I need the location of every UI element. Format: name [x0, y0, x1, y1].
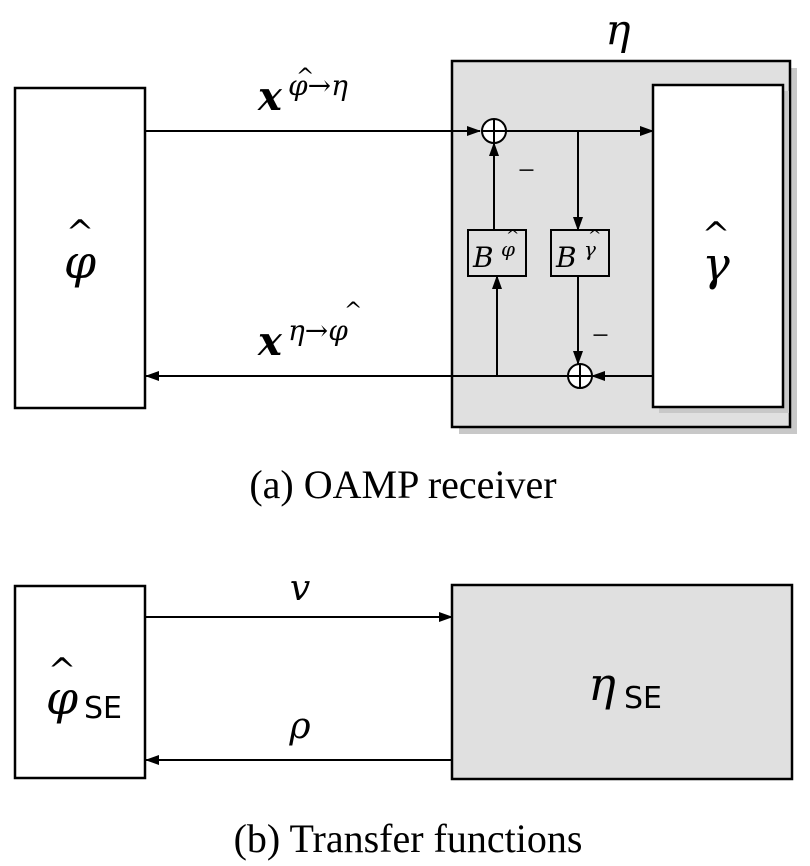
phi-se-block	[13, 584, 147, 780]
b-phi-hat: ^	[506, 226, 519, 245]
backward-message-hat: ^	[344, 299, 362, 324]
b-phi-superscript: φ	[501, 237, 515, 261]
b-phi-base: B	[472, 241, 494, 274]
eta-container-label: η	[605, 5, 630, 54]
panel-a: η ^ φ ^ γ x ^ φ→η − B ^ φ B ^	[13, 5, 797, 507]
b-gamma-hat: ^	[588, 226, 601, 245]
b-gamma-base: B	[555, 241, 577, 274]
forward-message-base: x	[257, 73, 283, 120]
forward-message-superscript: φ→η	[288, 69, 348, 102]
backward-message-label: x ^ η→φ	[257, 299, 362, 365]
phi-se-symbol: φ	[46, 671, 79, 725]
panel-b: ^ φ SE η SE v ρ (b) Transfer functions	[13, 568, 794, 861]
backward-message-base: x	[257, 318, 283, 365]
backward-message-superscript: η→φ	[288, 314, 348, 347]
b-gamma-superscript: γ	[584, 237, 596, 261]
rho-label: ρ	[288, 706, 310, 747]
b-gamma-block	[550, 229, 610, 277]
phi-block-hat: ^	[66, 213, 95, 253]
gamma-block	[651, 83, 785, 409]
eta-se-subscript: SE	[624, 681, 662, 716]
phi-block-symbol: φ	[64, 235, 97, 289]
phi-se-hat: ^	[48, 651, 77, 691]
gamma-block-symbol: γ	[702, 237, 730, 291]
panel-b-caption: (b) Transfer functions	[234, 816, 583, 861]
bottom-minus-sign: −	[592, 319, 609, 352]
gamma-block-hat: ^	[702, 215, 731, 255]
panel-a-caption: (a) OAMP receiver	[249, 462, 556, 507]
top-minus-sign: −	[518, 154, 535, 187]
phi-block	[13, 86, 147, 410]
v-label: v	[290, 568, 310, 609]
phi-se-subscript: SE	[84, 691, 122, 726]
forward-message-hat: ^	[296, 65, 314, 90]
forward-message-label: x ^ φ→η	[257, 65, 348, 120]
eta-se-symbol: η	[588, 657, 616, 711]
eta-se-block	[450, 583, 794, 781]
